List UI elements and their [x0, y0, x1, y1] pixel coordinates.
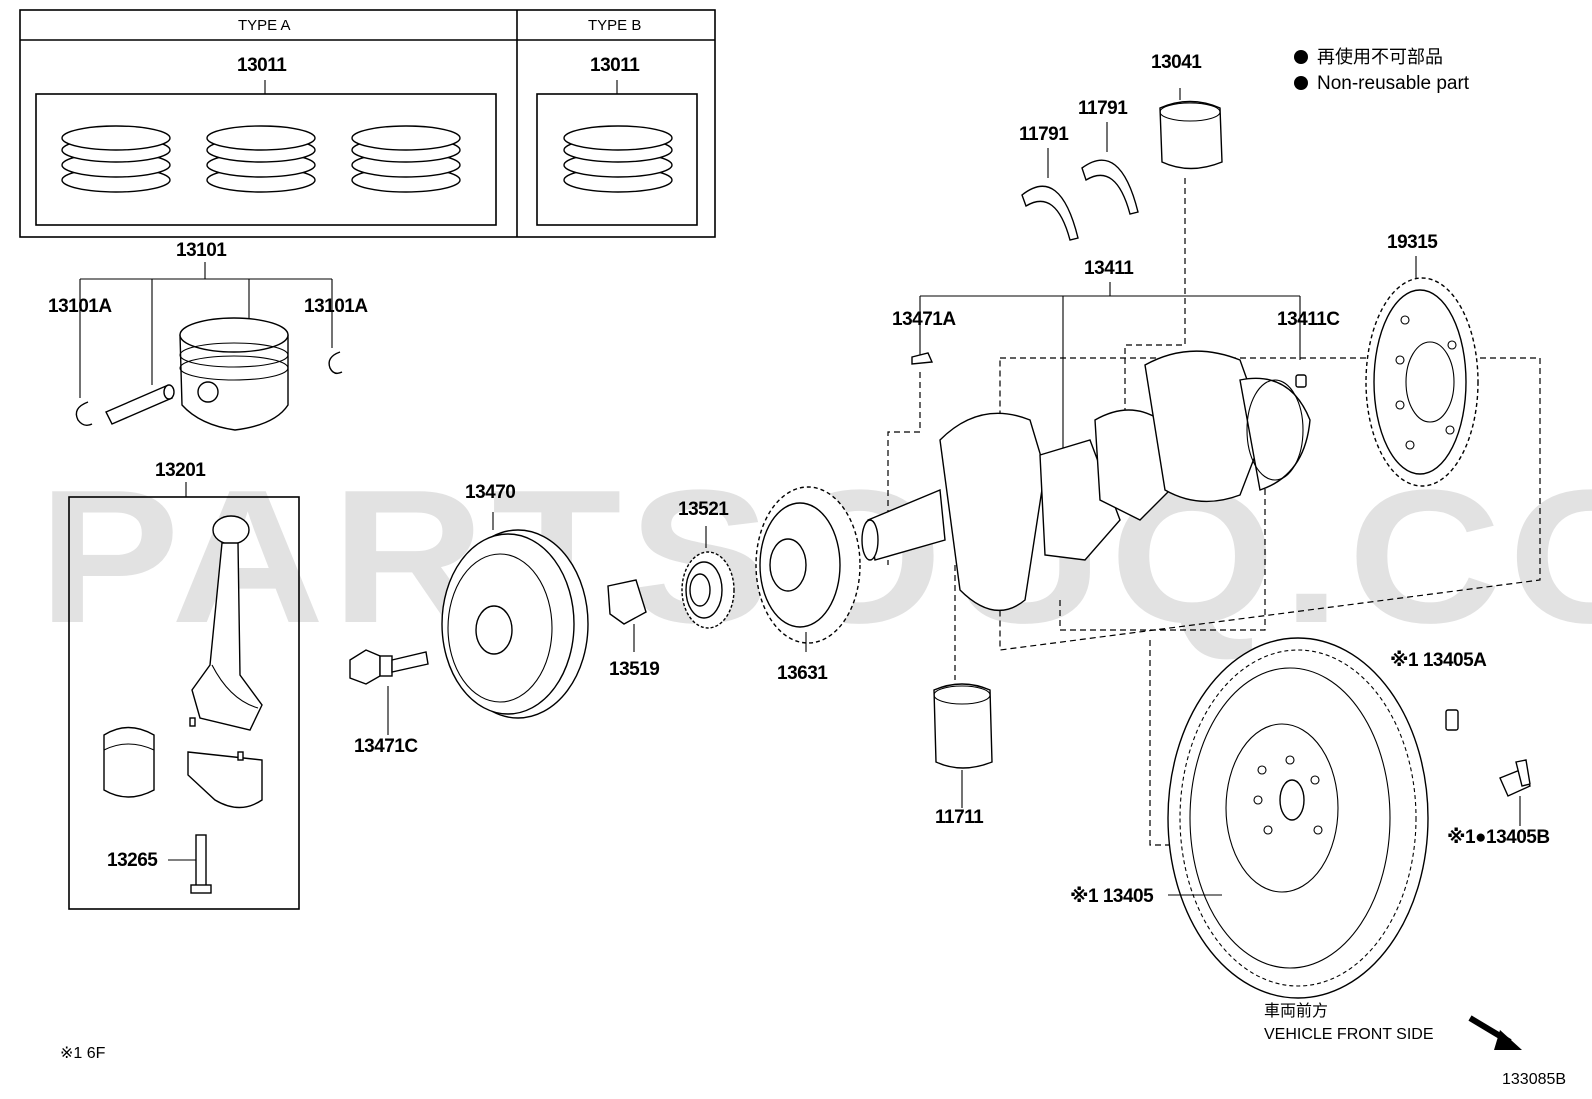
thrust-washer-2 — [1081, 159, 1139, 215]
label-19315[interactable]: 19315 — [1387, 232, 1438, 253]
label-13631[interactable]: 13631 — [777, 663, 828, 684]
crankshaft — [861, 350, 1311, 612]
snap-ring-left — [75, 401, 93, 427]
piston-ring-stack-type-b — [563, 125, 673, 193]
label-13011-type-b[interactable]: 13011 — [590, 55, 640, 76]
piston-ring-stack-3 — [351, 125, 461, 193]
label-11791-b[interactable]: 11791 — [1078, 98, 1128, 119]
piston-pin — [105, 384, 175, 425]
connecting-rod — [191, 515, 263, 731]
diagram-id: 133085B — [1502, 1071, 1567, 1088]
legend-bullet-icon-2 — [1294, 76, 1308, 90]
piston-ring-stack-1 — [61, 125, 171, 193]
bolt-13405B — [1499, 759, 1532, 826]
flywheel-13405 — [1167, 637, 1429, 999]
label-13041[interactable]: 13041 — [1151, 52, 1202, 73]
label-13201[interactable]: 13201 — [155, 460, 206, 481]
rod-cap — [187, 717, 263, 809]
main-bearing-lower-11711 — [933, 683, 993, 808]
label-13471C[interactable]: 13471C — [354, 736, 418, 757]
snap-ring-right — [328, 351, 343, 375]
piston-ring-stack-2 — [206, 125, 316, 193]
label-13470[interactable]: 13470 — [465, 482, 516, 503]
piston — [179, 317, 289, 431]
pin-13405A — [1445, 709, 1459, 731]
spacer-13519 — [607, 579, 647, 652]
pulley-bolt — [349, 649, 429, 735]
label-13405[interactable]: ※1 13405 — [1070, 886, 1154, 907]
footnote: ※1 6F — [60, 1045, 106, 1062]
vehicle-front-arrow-icon — [1468, 1015, 1522, 1050]
sprocket-13521 — [681, 526, 735, 629]
type-a-header: TYPE A — [238, 17, 291, 34]
label-13519[interactable]: 13519 — [609, 659, 660, 680]
timing-rotor-19315 — [1365, 256, 1479, 487]
main-bearing-upper-13041 — [1159, 100, 1223, 170]
rod-bearing-upper — [103, 726, 155, 798]
label-13101[interactable]: 13101 — [176, 240, 227, 261]
gear-13631 — [755, 486, 861, 652]
ring-set-box — [19, 9, 716, 238]
label-13411[interactable]: 13411 — [1084, 258, 1134, 279]
thrust-washer-1 — [1021, 185, 1079, 241]
legend-en: Non-reusable part — [1317, 73, 1470, 94]
crank-pulley — [441, 512, 589, 719]
front-side-jp: 車両前方 — [1264, 1003, 1329, 1020]
label-11791-a[interactable]: 11791 — [1019, 124, 1069, 145]
piston-group-leaders — [79, 262, 333, 398]
label-13265[interactable]: 13265 — [107, 850, 158, 871]
crankshaft-leaders — [919, 88, 1301, 460]
label-13011-type-a[interactable]: 13011 — [237, 55, 287, 76]
connecting-rod-box — [68, 482, 300, 910]
label-13521[interactable]: 13521 — [678, 499, 729, 520]
label-13101A-left[interactable]: 13101A — [48, 296, 112, 317]
legend-bullet-icon — [1294, 50, 1308, 64]
label-11711[interactable]: 11711 — [935, 807, 984, 828]
legend-jp: 再使用不可部品 — [1317, 47, 1443, 67]
crank-key-13471A — [911, 352, 934, 365]
label-13411C[interactable]: 13411C — [1277, 309, 1340, 330]
label-13101A-right[interactable]: 13101A — [304, 296, 368, 317]
label-13405B[interactable]: ※1●13405B — [1447, 827, 1550, 848]
pin-13411C — [1295, 374, 1307, 388]
label-13471A[interactable]: 13471A — [892, 309, 956, 330]
rod-bolt — [168, 834, 212, 894]
type-b-header: TYPE B — [588, 17, 642, 34]
label-13405A[interactable]: ※1 13405A — [1390, 650, 1487, 671]
front-side-en: VEHICLE FRONT SIDE — [1264, 1026, 1434, 1043]
